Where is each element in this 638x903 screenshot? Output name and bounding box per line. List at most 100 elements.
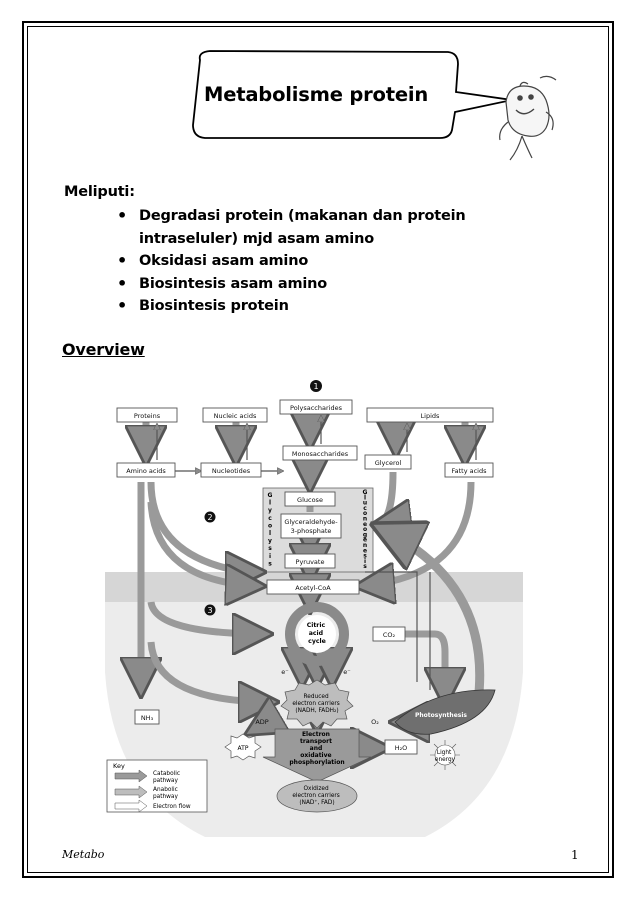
gluconeogenesis-letter: c: [363, 505, 367, 512]
pyruvate-box: [284, 553, 336, 569]
stage-marker-label: 3: [207, 606, 212, 615]
speech-bubble: [192, 50, 513, 139]
glycolysis-letter: G: [268, 492, 273, 499]
list-item: Biosintesis asam amino: [117, 273, 519, 296]
citric-acid-cycle-ring: [285, 602, 349, 666]
nh3-box: [134, 709, 160, 725]
bullet-list: Degradasi protein (makanan dan protein i…: [117, 205, 519, 318]
photosynthesis-label: Photosynthesis: [415, 712, 467, 719]
atp-burst: [224, 733, 262, 761]
acetyl-coa-box: [266, 579, 360, 595]
glycolysis-letter: s: [268, 560, 272, 567]
electron-label: e⁻: [343, 668, 350, 676]
list-item: Degradasi protein (makanan dan protein i…: [117, 205, 519, 250]
key-electron-flow-arrow: [114, 799, 148, 813]
light-energy-label: Light energy: [435, 750, 456, 763]
key-catabolic-label: Catabolic pathway: [153, 771, 182, 784]
seal-mascot-icon: [499, 75, 557, 161]
gluconeogenesis-letter: o: [363, 510, 367, 517]
reduced-carriers-burst: [280, 679, 354, 729]
monosaccharides-box: [282, 445, 358, 461]
page-border-outer: [22, 21, 614, 878]
sun-icon: [430, 740, 460, 770]
g3p-label: Glyceraldehyde-: [284, 518, 338, 526]
glycolysis-letter: l: [269, 530, 271, 537]
glycolysis-letter: y: [268, 507, 272, 514]
lipids-label: Lipids: [421, 412, 440, 420]
h2o-box: [384, 739, 418, 755]
oxidized-carriers-label: Oxidized electron carriers (NAD⁺, FAD): [292, 786, 341, 806]
lipids-box: [366, 407, 494, 423]
reduced-carriers-label: Reduced electron carriers (NADH, FADH₂): [292, 694, 341, 714]
amino-acids-label: Amino acids: [126, 467, 166, 475]
stage-marker-label: 1: [313, 382, 318, 391]
amino-acids-box: [116, 462, 176, 478]
stage-marker-label: 2: [207, 513, 212, 522]
polysaccharides-label: Polysaccharides: [290, 404, 343, 412]
stage-marker-3: [204, 604, 216, 616]
glycolysis-letter: l: [269, 500, 271, 507]
page-title: Metabolisme protein: [204, 83, 429, 106]
monosaccharides-label: Monosaccharides: [292, 450, 349, 458]
gluconeogenesis-letter: g: [363, 531, 367, 538]
intro-label: Meliputi:: [64, 184, 135, 200]
electron-transport-arrow: [262, 728, 372, 783]
page-number: 1: [571, 848, 579, 862]
key-title: Key: [113, 762, 125, 770]
title-callout: [192, 50, 557, 161]
co2-box: [372, 626, 406, 642]
gluconeogenesis-letter: i: [364, 558, 366, 565]
catabolic-pathways: [141, 414, 480, 748]
list-item: Biosintesis protein: [117, 295, 519, 318]
gluconeogenesis-letter: e: [363, 537, 367, 544]
fatty-acids-box: [444, 462, 494, 478]
polysaccharides-box: [279, 399, 353, 415]
key-anabolic-arrow: [114, 785, 148, 799]
gluconeogenesis-letter: G: [363, 489, 368, 496]
glycolysis-letter: s: [268, 545, 272, 552]
nucleotides-label: Nucleotides: [212, 467, 251, 475]
gluconeogenesis-letter: n: [363, 516, 367, 523]
citric-acid-cycle-label: Citric acid cycle: [307, 622, 328, 645]
g3p-box: [280, 513, 342, 539]
glycolysis-letter: y: [268, 538, 272, 545]
gluconeogenesis-letter: e: [363, 521, 367, 528]
stage-marker-1: [310, 380, 322, 392]
stage-marker-2: [204, 511, 216, 523]
fatty-acids-label: Fatty acids: [451, 467, 487, 475]
h2o-label: H₂O: [395, 744, 408, 752]
adp-label: ADP: [255, 718, 268, 726]
pyruvate-label: Pyruvate: [296, 558, 325, 566]
key-electron-flow-label: Electron flow: [153, 804, 191, 810]
gluconeogenesis-letter: n: [363, 542, 367, 549]
proteins-label: Proteins: [134, 412, 161, 420]
gluconeogenesis-letter: u: [363, 500, 367, 507]
nucleic-acids-box: [202, 407, 268, 423]
electron-label: e⁻: [281, 668, 288, 676]
anabolic-pathways: [157, 416, 476, 690]
key-catabolic-arrow: [114, 769, 148, 783]
glycerol-label: Glycerol: [375, 459, 402, 467]
gluconeogenesis-letter: s: [363, 563, 367, 570]
glucose-label: Glucose: [297, 496, 323, 504]
oxidized-carriers-oval: [276, 779, 358, 813]
gluconeogenesis-letter: s: [363, 553, 367, 560]
list-item: Oksidasi asam amino: [117, 250, 519, 273]
glycolysis-letter: c: [268, 515, 272, 522]
leaf-icon: [394, 689, 496, 735]
glucose-box: [284, 491, 336, 507]
metabolism-overview-diagram: 1 2 3: [105, 378, 523, 837]
footer-left-text: Metabo: [62, 848, 105, 861]
gluconeogenesis-letter: o: [363, 526, 367, 533]
proteins-box: [116, 407, 178, 423]
electron-transport-label: Electron transport and oxidative phospho…: [289, 731, 344, 766]
co2-label: CO₂: [383, 631, 396, 639]
page-border-inner: [27, 26, 609, 873]
glycolysis-letter: i: [269, 553, 271, 560]
nucleic-acids-label: Nucleic acids: [214, 412, 257, 420]
acetyl-coa-label: Acetyl-CoA: [295, 584, 331, 592]
nh3-label: NH₃: [141, 714, 154, 722]
citric-acid-cycle-center: [298, 615, 336, 653]
